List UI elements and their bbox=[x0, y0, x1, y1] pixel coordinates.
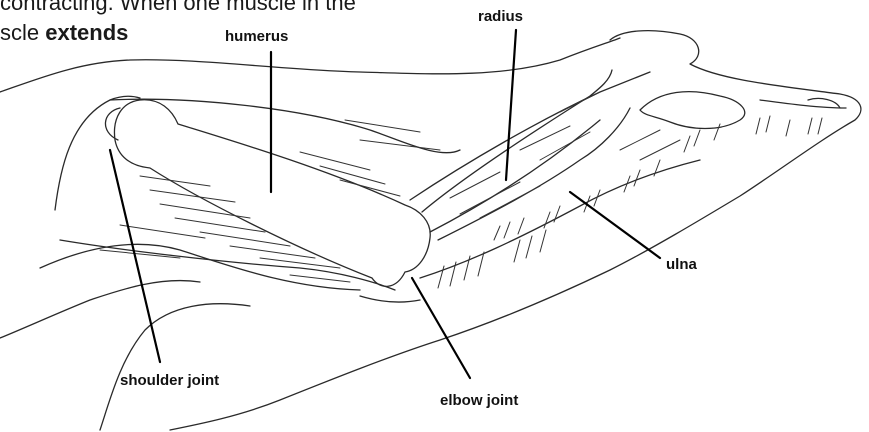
hatch bbox=[450, 262, 456, 286]
wrist-bones bbox=[640, 92, 745, 129]
humerus-bone bbox=[114, 100, 430, 287]
hatch bbox=[514, 240, 520, 262]
hatch bbox=[438, 266, 444, 288]
hatch bbox=[766, 116, 770, 132]
leader-shoulder-joint bbox=[110, 150, 160, 362]
label-elbow-joint: elbow joint bbox=[440, 392, 518, 409]
armpit-curve bbox=[55, 96, 140, 210]
hatch bbox=[818, 118, 822, 134]
fiber bbox=[480, 186, 540, 218]
hatch bbox=[634, 170, 640, 186]
leader-ulna bbox=[570, 192, 660, 258]
fiber bbox=[640, 140, 680, 160]
fiber bbox=[560, 92, 600, 112]
body-outline-top bbox=[0, 38, 620, 92]
humerus-head bbox=[105, 108, 120, 140]
hatch bbox=[494, 226, 500, 240]
fiber bbox=[140, 176, 210, 186]
label-ulna: ulna bbox=[666, 256, 697, 273]
fiber bbox=[150, 190, 235, 202]
ulna-bone bbox=[438, 108, 630, 240]
fiber bbox=[320, 166, 385, 184]
fiber bbox=[175, 218, 265, 232]
hatch bbox=[554, 206, 560, 222]
fiber bbox=[620, 130, 660, 150]
label-radius: radius bbox=[478, 8, 523, 25]
hatch bbox=[526, 236, 532, 258]
fiber bbox=[520, 126, 570, 150]
hatch bbox=[714, 124, 720, 140]
label-shoulder-joint: shoulder joint bbox=[120, 372, 219, 389]
fiber bbox=[460, 182, 520, 214]
hatch bbox=[808, 118, 812, 134]
fiber bbox=[540, 132, 590, 160]
hatch bbox=[544, 212, 550, 228]
hatch bbox=[518, 218, 524, 234]
hatch bbox=[504, 222, 510, 238]
label-humerus: humerus bbox=[225, 28, 288, 45]
fiber bbox=[160, 204, 250, 218]
hatch bbox=[540, 230, 546, 252]
hand-outline bbox=[170, 31, 861, 430]
chest-curve bbox=[40, 244, 360, 290]
fiber bbox=[200, 232, 290, 246]
leader-elbow-joint bbox=[412, 278, 470, 378]
forearm-hatching bbox=[438, 116, 822, 288]
leader-radius bbox=[506, 30, 516, 180]
hatch bbox=[684, 136, 690, 152]
radius-bone bbox=[422, 70, 612, 232]
lower-arm-outline bbox=[100, 304, 250, 430]
forearm-fibers bbox=[450, 92, 680, 218]
hatch bbox=[786, 120, 790, 136]
fiber bbox=[290, 275, 350, 282]
elbow-outline bbox=[360, 296, 420, 302]
forearm-outline bbox=[410, 72, 700, 278]
fiber bbox=[340, 180, 400, 196]
body-outline-bottom bbox=[0, 281, 200, 338]
hatch bbox=[694, 130, 700, 146]
fiber bbox=[120, 225, 205, 238]
hatch bbox=[756, 118, 760, 134]
hatch bbox=[464, 256, 470, 280]
hatch bbox=[654, 160, 660, 176]
